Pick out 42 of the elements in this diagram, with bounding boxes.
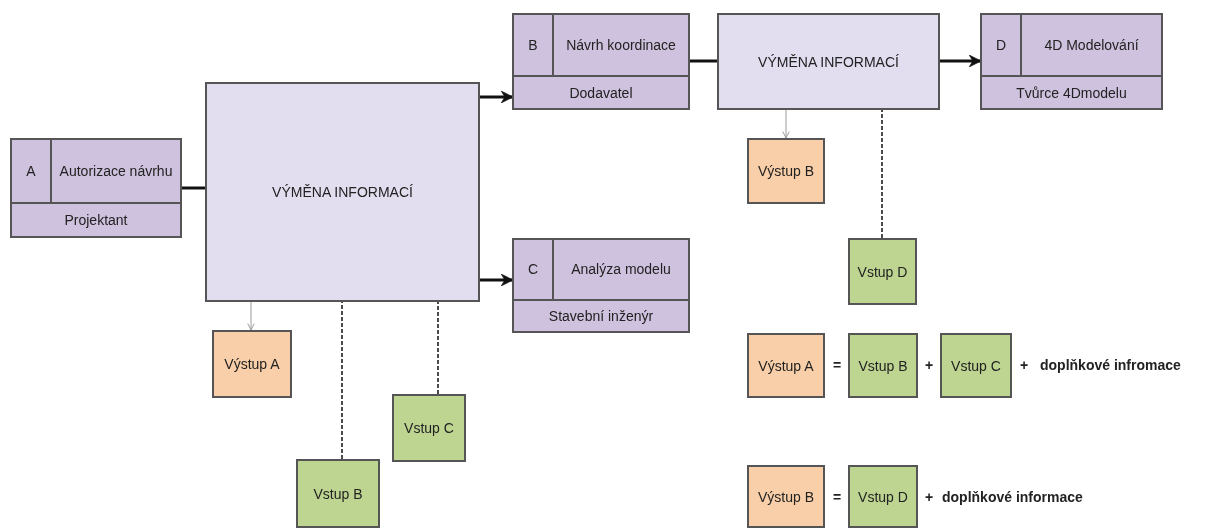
process-box: VÝMĚNA INFORMACÍ <box>717 13 940 110</box>
note-text: doplňkové infromace <box>1040 357 1181 373</box>
input-box: Vstup C <box>392 394 466 462</box>
letter-cell-text: D <box>995 37 1007 53</box>
equals-sign: = <box>833 357 842 373</box>
task-cell-text: Návrh koordinace <box>566 37 676 53</box>
input-box: Vstup B <box>848 333 918 398</box>
arrow <box>480 90 514 104</box>
output-box: Výstup B <box>747 138 825 204</box>
task-cell-text: Analýza modelu <box>571 261 671 278</box>
plus-sign: + <box>1020 357 1029 373</box>
plus-sign: + <box>925 357 934 373</box>
role-cell-text: Tvůrce 4Dmodelu <box>1016 84 1127 101</box>
role-box <box>10 138 182 238</box>
letter-cell-text: B <box>528 37 538 53</box>
role-box <box>980 13 1163 110</box>
dashed-connector <box>437 301 439 395</box>
task-cell-text: Autorizace návrhu <box>59 163 173 179</box>
role-box <box>512 238 690 333</box>
task-cell-text: 4D Modelování <box>1044 37 1139 53</box>
role-box <box>512 13 690 110</box>
letter-cell-text: C <box>527 261 539 278</box>
dashed-connector <box>881 109 883 239</box>
letter-cell-text: A <box>26 163 36 179</box>
output-box: Výstup B <box>747 465 825 528</box>
input-box: Vstup C <box>940 333 1012 398</box>
output-box: Výstup A <box>212 330 292 398</box>
arrow <box>940 54 982 68</box>
input-box: Vstup D <box>848 465 918 528</box>
role-cell-text: Dodavatel <box>569 84 633 101</box>
connector-line <box>182 186 205 190</box>
output-box: Výstup A <box>747 333 825 398</box>
plus-sign: + <box>925 489 934 505</box>
note-text: doplňkové informace <box>942 489 1083 505</box>
role-cell-text: Stavební inženýr <box>548 307 654 324</box>
arrow <box>480 273 514 287</box>
process-box: VÝMĚNA INFORMACÍ <box>205 82 480 302</box>
connector-line <box>690 59 717 63</box>
input-box: Vstup B <box>296 459 380 528</box>
equals-sign: = <box>833 489 842 505</box>
role-cell-text: Projektant <box>64 212 128 228</box>
input-box: Vstup D <box>848 238 917 305</box>
